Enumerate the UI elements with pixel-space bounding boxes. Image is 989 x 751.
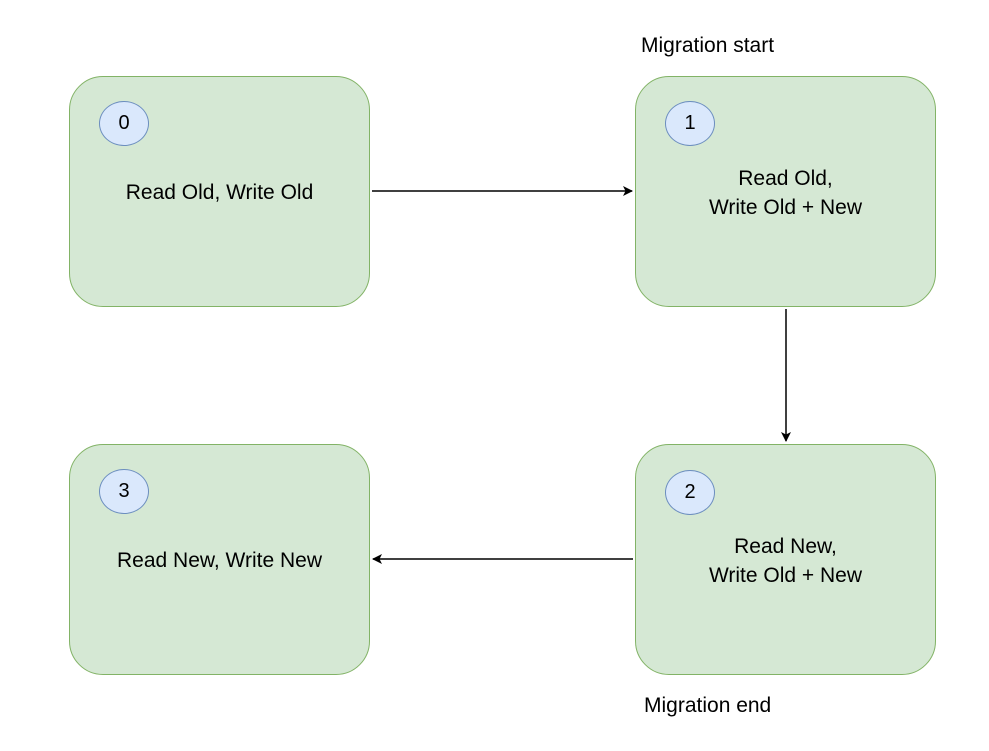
state-box-1: 1 Read Old, Write Old + New xyxy=(635,76,936,307)
state-description-line: Write Old + New xyxy=(708,196,863,219)
state-description: Read Old, Write Old xyxy=(70,178,369,207)
migration-end-label: Migration end xyxy=(644,694,772,717)
state-number-badge: 3 xyxy=(99,469,149,514)
state-box-0: 0 Read Old, Write Old xyxy=(69,76,370,307)
state-number-badge: 2 xyxy=(665,470,715,515)
state-description: Read New, Write New xyxy=(70,546,369,575)
state-box-3: 3 Read New, Write New xyxy=(69,444,370,675)
migration-start-label: Migration start xyxy=(641,34,775,57)
state-box-2: 2 Read New, Write Old + New xyxy=(635,444,936,675)
state-description-line: Read Old, xyxy=(738,167,833,190)
state-description: Read New, Write Old + New xyxy=(636,532,935,590)
state-description: Read Old, Write Old + New xyxy=(636,164,935,222)
state-description-line: Read New, xyxy=(734,535,837,558)
state-description-line: Read New, Write New xyxy=(116,549,323,572)
state-description-line: Read Old, Write Old xyxy=(125,181,314,204)
state-number-badge: 1 xyxy=(665,101,715,146)
state-number-badge: 0 xyxy=(99,101,149,146)
state-description-line: Write Old + New xyxy=(708,564,863,587)
